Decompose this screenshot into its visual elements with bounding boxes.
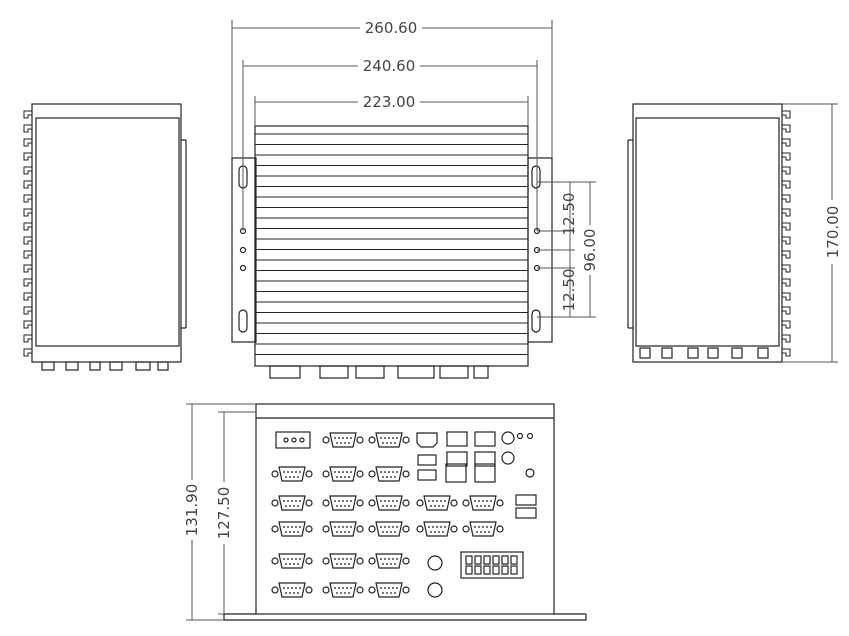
dimension-lines <box>186 20 838 621</box>
mount-slot <box>238 309 248 333</box>
db9-port <box>322 466 364 482</box>
heatsink-fin-edge <box>23 108 33 360</box>
dim-width-mid: 240.60 <box>363 57 416 75</box>
dim-width-outer: 260.60 <box>365 19 418 37</box>
db9-port <box>322 553 364 569</box>
antenna-hole <box>427 555 443 571</box>
serial-ports <box>271 432 504 598</box>
heatsink-fins <box>255 133 528 355</box>
dio-pin <box>474 565 482 575</box>
audio-jack <box>501 431 515 445</box>
db9-port <box>271 582 313 598</box>
power-button <box>525 468 535 478</box>
rear-connector-strip <box>269 365 489 379</box>
dio-pin <box>483 565 491 575</box>
dio-pin <box>474 555 482 565</box>
db9-port <box>416 495 458 511</box>
db9-port <box>271 466 313 482</box>
left-mounting-flange <box>231 157 257 343</box>
db9-port <box>368 553 410 569</box>
dio-pin <box>510 565 518 575</box>
top-view <box>231 125 553 379</box>
audio-jack <box>501 451 515 465</box>
dim-height-total: 131.90 <box>183 484 201 537</box>
db9-port <box>322 432 364 448</box>
db9-port <box>322 521 364 537</box>
dimension-labels: 260.60 240.60 223.00 12.50 12.50 96.00 1… <box>183 18 842 544</box>
dim-hole-top: 12.50 <box>560 193 578 236</box>
hdmi-port <box>416 432 438 448</box>
db9-port <box>368 495 410 511</box>
db9-port <box>462 521 504 537</box>
dim-height-body: 127.50 <box>215 487 233 540</box>
left-side-view <box>23 103 187 371</box>
heatsink-body <box>254 125 529 367</box>
dio-pin <box>465 565 473 575</box>
dio-pin <box>465 555 473 565</box>
left-connectors <box>41 361 169 371</box>
db9-port <box>416 521 458 537</box>
lan-port <box>474 463 496 483</box>
led-indicator <box>516 432 524 440</box>
dio-pin <box>501 555 509 565</box>
right-connectors <box>639 347 769 359</box>
dio-pin <box>483 555 491 565</box>
db9-port <box>368 521 410 537</box>
dio-pin <box>501 565 509 575</box>
led-indicator <box>526 432 534 440</box>
heatsink-fin-edge <box>781 108 791 360</box>
usb-ports <box>417 431 537 519</box>
mount-hole <box>239 246 247 254</box>
db9-port <box>271 521 313 537</box>
front-panel <box>255 403 555 615</box>
db9-port <box>368 432 410 448</box>
front-io-view <box>223 403 587 621</box>
base-plate <box>223 614 587 621</box>
dio-pin <box>492 555 500 565</box>
db9-port <box>322 582 364 598</box>
mount-slot <box>531 309 541 333</box>
lan-port <box>445 463 467 483</box>
dio-pins <box>465 555 518 575</box>
db9-port <box>271 553 313 569</box>
mount-hole <box>239 264 247 272</box>
antenna-hole <box>427 582 443 598</box>
mount-slot <box>531 165 541 189</box>
db9-port <box>322 495 364 511</box>
db9-port <box>368 582 410 598</box>
power-terminal <box>275 431 311 449</box>
db9-port <box>271 495 313 511</box>
dio-pin <box>492 565 500 575</box>
right-side-view <box>627 103 791 363</box>
dim-hole-bottom: 12.50 <box>560 269 578 312</box>
dim-width-inner: 223.00 <box>363 93 416 111</box>
db9-port <box>368 466 410 482</box>
dio-terminal <box>460 551 524 579</box>
dim-hole-span: 96.00 <box>581 229 599 272</box>
dim-depth: 170.00 <box>824 206 842 259</box>
dio-pin <box>510 555 518 565</box>
db9-port <box>462 495 504 511</box>
